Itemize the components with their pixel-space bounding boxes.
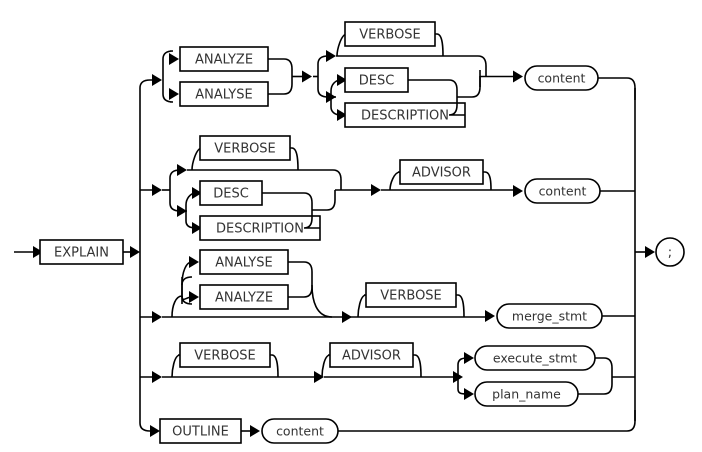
left-fork-spine	[139, 79, 160, 432]
advisor-label-1: ADVISOR	[412, 165, 471, 180]
analyze-label-2: ANALYZE	[215, 290, 273, 305]
branch-execute-stmt: VERBOSE ADVISOR execute_stmt plan_name	[152, 342, 635, 407]
plan-name-node[interactable]: plan_name	[474, 381, 579, 407]
advisor-option-2[interactable]: ADVISOR	[329, 342, 414, 368]
start-connector	[14, 246, 43, 258]
analyze-label: ANALYZE	[195, 52, 253, 67]
content-label-3: content	[276, 423, 324, 438]
verbose-label-4: VERBOSE	[194, 348, 256, 363]
content-label-1: content	[538, 70, 586, 85]
branch-merge-stmt: ANALYSE ANALYZE VERBOSE merge_stmt	[152, 249, 635, 329]
desc-label-2: DESC	[213, 186, 249, 201]
advisor-label-2: ADVISOR	[342, 348, 401, 363]
analyse-label: ANALYSE	[195, 87, 252, 102]
analyze-option-2[interactable]: ANALYZE	[199, 284, 289, 310]
analyse-option[interactable]: ANALYSE	[179, 81, 269, 107]
plan-name-label: plan_name	[492, 386, 561, 401]
verbose-label-1: VERBOSE	[359, 27, 421, 42]
analyse-option-2[interactable]: ANALYSE	[199, 249, 289, 275]
desc-option-2[interactable]: DESC	[199, 180, 263, 206]
merge-stmt-label: merge_stmt	[512, 308, 587, 323]
analyse-label-2: ANALYSE	[215, 255, 272, 270]
outline-label: OUTLINE	[172, 424, 229, 439]
analyze-option[interactable]: ANALYZE	[179, 46, 269, 72]
desc-label-1: DESC	[359, 73, 395, 88]
explain-node[interactable]: EXPLAIN	[39, 239, 124, 265]
semicolon-label: ;	[668, 245, 672, 260]
verbose-option-2[interactable]: VERBOSE	[199, 135, 291, 161]
description-option-1[interactable]: DESCRIPTION	[344, 102, 466, 128]
description-label-2: DESCRIPTION	[216, 221, 304, 236]
explain-label: EXPLAIN	[54, 245, 109, 260]
desc-option-1[interactable]: DESC	[344, 67, 409, 93]
verbose-option-3[interactable]: VERBOSE	[365, 282, 457, 308]
semicolon-terminator[interactable]: ;	[655, 237, 685, 267]
content-label-2: content	[539, 183, 587, 198]
verbose-label-3: VERBOSE	[380, 288, 442, 303]
advisor-option-1[interactable]: ADVISOR	[399, 159, 484, 185]
content-node-1[interactable]: content	[524, 65, 599, 91]
branch-verbose-advisor-content: VERBOSE DESC DESCRIPTION ADVISOR	[152, 135, 635, 241]
verbose-label-2: VERBOSE	[214, 141, 276, 156]
execute-stmt-label: execute_stmt	[493, 350, 577, 365]
description-label-1: DESCRIPTION	[361, 108, 449, 123]
description-option-2[interactable]: DESCRIPTION	[199, 215, 321, 241]
merge-stmt-node[interactable]: merge_stmt	[496, 303, 603, 329]
content-node-3[interactable]: content	[261, 418, 339, 444]
verbose-option-1[interactable]: VERBOSE	[344, 21, 436, 47]
outline-node[interactable]: OUTLINE	[159, 418, 242, 444]
verbose-option-4[interactable]: VERBOSE	[179, 342, 271, 368]
branch-outline: OUTLINE content	[150, 410, 636, 444]
content-node-2[interactable]: content	[524, 178, 601, 204]
execute-stmt-node[interactable]: execute_stmt	[474, 345, 596, 371]
right-join-spine	[634, 88, 655, 421]
branch-analyze-verbose-content: ANALYZE ANALYSE VERBOSE	[152, 21, 636, 128]
explain-to-fork	[123, 246, 140, 258]
